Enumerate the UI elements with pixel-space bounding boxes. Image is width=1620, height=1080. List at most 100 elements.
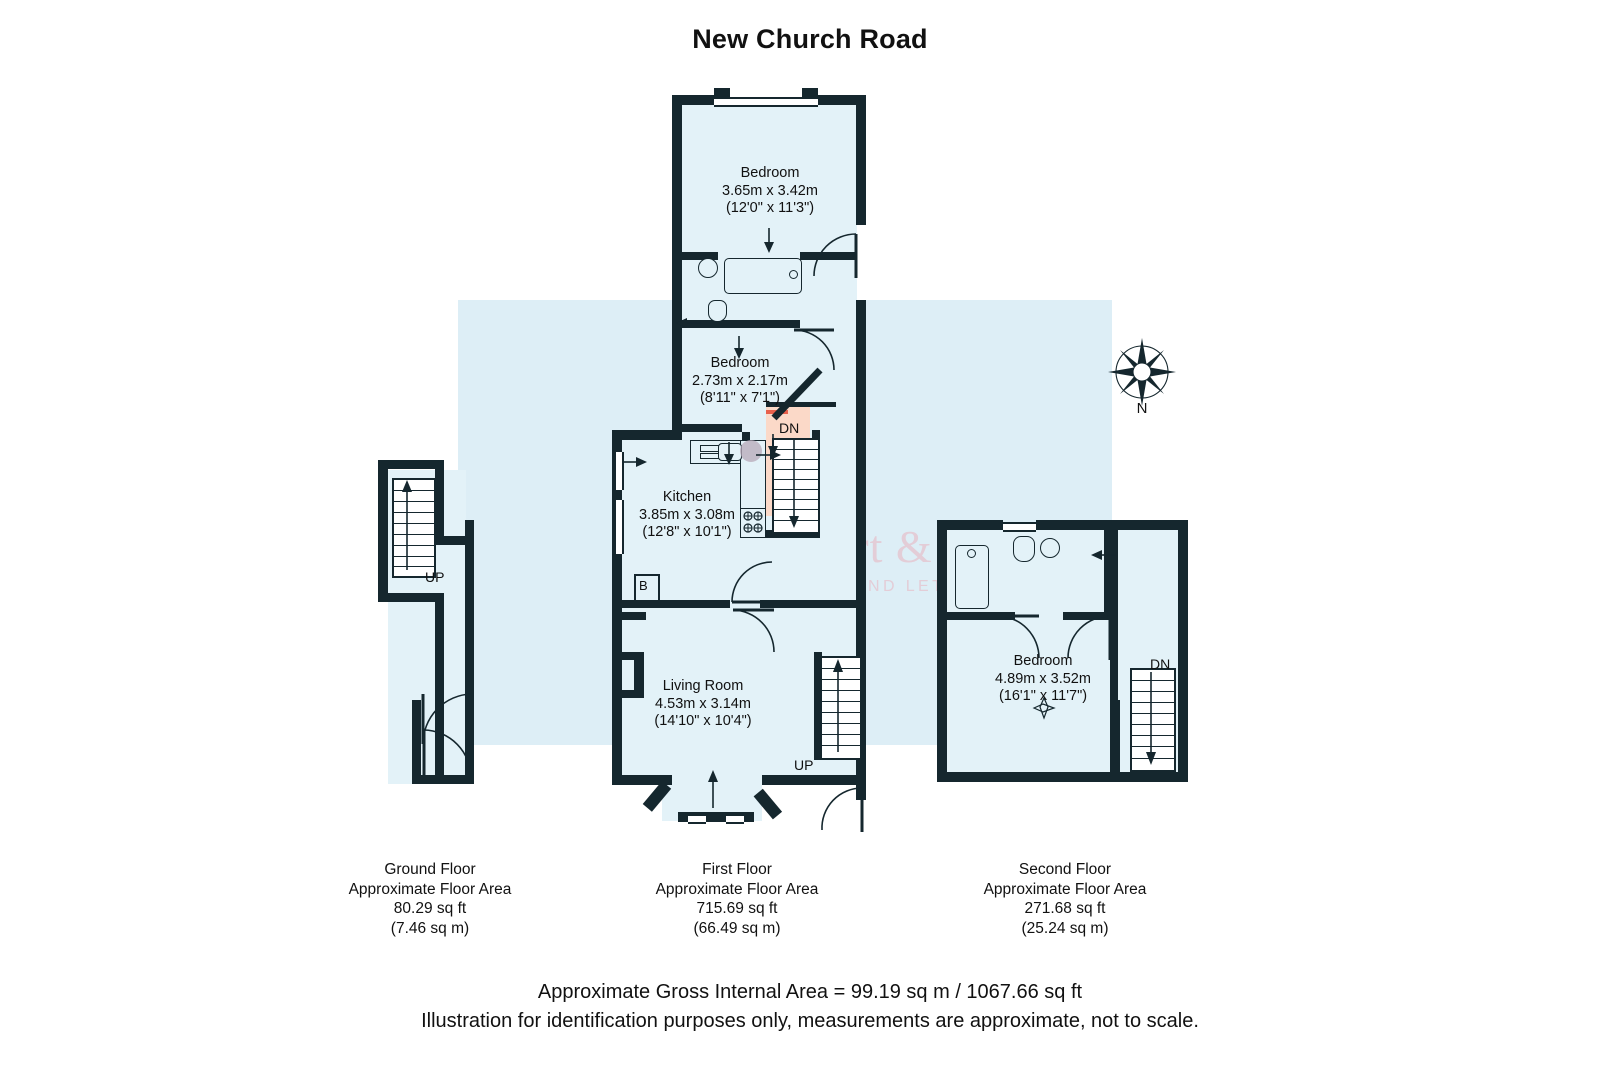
living-room-arrow (708, 770, 718, 808)
wall-second-bath-bottom-a (947, 612, 1015, 620)
wall-first-bottom-right (762, 775, 862, 785)
wall-first-living-left (612, 560, 622, 785)
floor-area-sqft: 80.29 sq ft (393, 900, 467, 917)
window-kitchen-left-2 (614, 500, 624, 554)
label-bedroom-second: Bedroom 4.89m x 3.52m (16'1" x 11'7") (955, 653, 1131, 706)
wall-second-left (937, 520, 947, 782)
room-metric: 3.65m x 3.42m (722, 182, 818, 199)
wall-bedroom-mid-bottom (682, 424, 742, 432)
arrow-second-bath (1091, 550, 1116, 560)
wall-stairwell-bottom (742, 530, 820, 538)
footer-gross-area: Approximate Gross Internal Area = 99.19 … (537, 981, 1083, 1003)
wall-living-chimney (634, 652, 644, 698)
room-metric: 4.89m x 3.52m (995, 670, 1091, 687)
landing-accent-bar (766, 402, 836, 407)
room-imperial: (8'11" x 7'1") (699, 390, 781, 406)
stair-down-arrow-first (789, 440, 799, 528)
floor-name: Second Floor (1018, 861, 1112, 878)
wall-ground-left-upper (378, 460, 388, 602)
wall-first-kitchen-left (612, 430, 622, 560)
stair-up-arrow-first (833, 659, 843, 752)
hob-icon (740, 508, 766, 538)
room-imperial: (14'10" x 10'4") (654, 713, 752, 729)
label-living-room: Living Room 4.53m x 3.14m (14'10" x 10'4… (615, 678, 791, 731)
label-bedroom-middle: Bedroom 2.73m x 2.17m (8'11" x 7'1") (652, 355, 828, 408)
room-name: Living Room (662, 678, 744, 694)
floor-area-sqm: (66.49 sq m) (693, 919, 781, 937)
landing-marker-circle (740, 440, 762, 462)
wall-ground-bottom (412, 775, 474, 784)
caption-ground-floor: Ground Floor Approximate Floor Area 80.2… (305, 860, 555, 938)
window-second-top (1003, 522, 1036, 532)
first-floor-up-staircase (818, 656, 862, 760)
toilet-icon (708, 300, 727, 322)
label-kitchen: Kitchen 3.85m x 3.08m (12'8" x 10'1") (599, 489, 775, 542)
floor-area-sqft: 715.69 sq ft (696, 900, 778, 917)
bay-window-1 (688, 814, 706, 824)
room-name: Bedroom (710, 355, 770, 371)
boiler-label: B (639, 578, 648, 593)
door-entrance (821, 787, 864, 832)
wall-kitchen-living-a (622, 600, 730, 608)
window-jamb-right (802, 88, 818, 98)
room-imperial: (12'8" x 10'1") (642, 524, 732, 540)
wall-ground-left-lower (435, 593, 444, 784)
floor-area-label: Approximate Floor Area (655, 880, 819, 898)
room-imperial: (16'1" x 11'7") (998, 688, 1088, 704)
wall-bath-divider-a (682, 252, 718, 260)
toilet-icon-second (1013, 536, 1035, 562)
arrow-kitchen-left (622, 457, 647, 467)
door-bathroom (793, 328, 835, 371)
window-kitchen-left (614, 452, 624, 490)
stair-up-arrow-ground (402, 480, 412, 570)
floor-area-label: Approximate Floor Area (348, 880, 512, 898)
arrow-bedroom-top (764, 228, 774, 253)
wall-ground-step (435, 536, 474, 545)
floor-area-label: Approximate Floor Area (983, 880, 1147, 898)
wall-living-chimney-bottom (620, 690, 644, 698)
caption-second-floor: Second Floor Approximate Floor Area 271.… (940, 860, 1190, 938)
wall-ground-right (465, 520, 474, 784)
wall-first-left-upper (672, 95, 682, 440)
wall-bath-bottom (682, 320, 800, 328)
first-floor-dn-label: DN (779, 420, 800, 436)
wall-living-chimney-top (620, 652, 644, 660)
door-bedroom-middle (771, 367, 823, 421)
room-imperial: (12'0" x 11'3") (725, 200, 815, 216)
ground-staircase (392, 478, 436, 578)
wall-first-top-left (672, 95, 714, 105)
wall-first-bottom-left (612, 775, 672, 785)
sink-icon (698, 258, 718, 278)
floor-area-sqft: 271.68 sq ft (1024, 900, 1106, 917)
wall-first-right-lower (856, 300, 866, 800)
door-bedroom-top (813, 233, 858, 278)
wall-second-bottom (937, 772, 1117, 782)
bay-wall-bottom (678, 812, 754, 822)
arrow-bedroom-middle (734, 336, 744, 359)
wall-second-bottom-far (1110, 772, 1188, 782)
boiler-box (634, 574, 660, 602)
wall-hall-stub (622, 612, 646, 620)
wall-second-right (1178, 520, 1188, 782)
second-floor-dn-label: DN (1150, 656, 1171, 672)
door-living-room (732, 608, 775, 653)
floor-name: First Floor (702, 861, 772, 878)
wall-second-top-b (1036, 520, 1188, 530)
floor-area-sqm: (25.24 sq m) (1021, 919, 1109, 937)
footer-disclaimer: Illustration for identification purposes… (421, 1010, 1199, 1032)
compass-north-label: N (1136, 400, 1148, 417)
wall-second-bath-bottom-b (1063, 612, 1111, 620)
floor-area-sqm: (7.46 sq m) (390, 919, 470, 937)
sink-icon-second (1040, 538, 1060, 558)
wall-ground-top (378, 460, 444, 469)
wall-second-bottom-right (1110, 700, 1120, 782)
wall-first-top-right (818, 95, 866, 105)
hob-burners-icon (743, 511, 763, 533)
bathtub-tap-icon (789, 270, 798, 279)
wall-second-bath-right (1104, 530, 1112, 620)
label-bedroom-top: Bedroom 3.65m x 3.42m (12'0" x 11'3") (682, 165, 858, 218)
room-name: Bedroom (740, 165, 800, 181)
room-metric: 4.53m x 3.14m (655, 695, 751, 712)
wall-first-right-upper (856, 95, 866, 225)
